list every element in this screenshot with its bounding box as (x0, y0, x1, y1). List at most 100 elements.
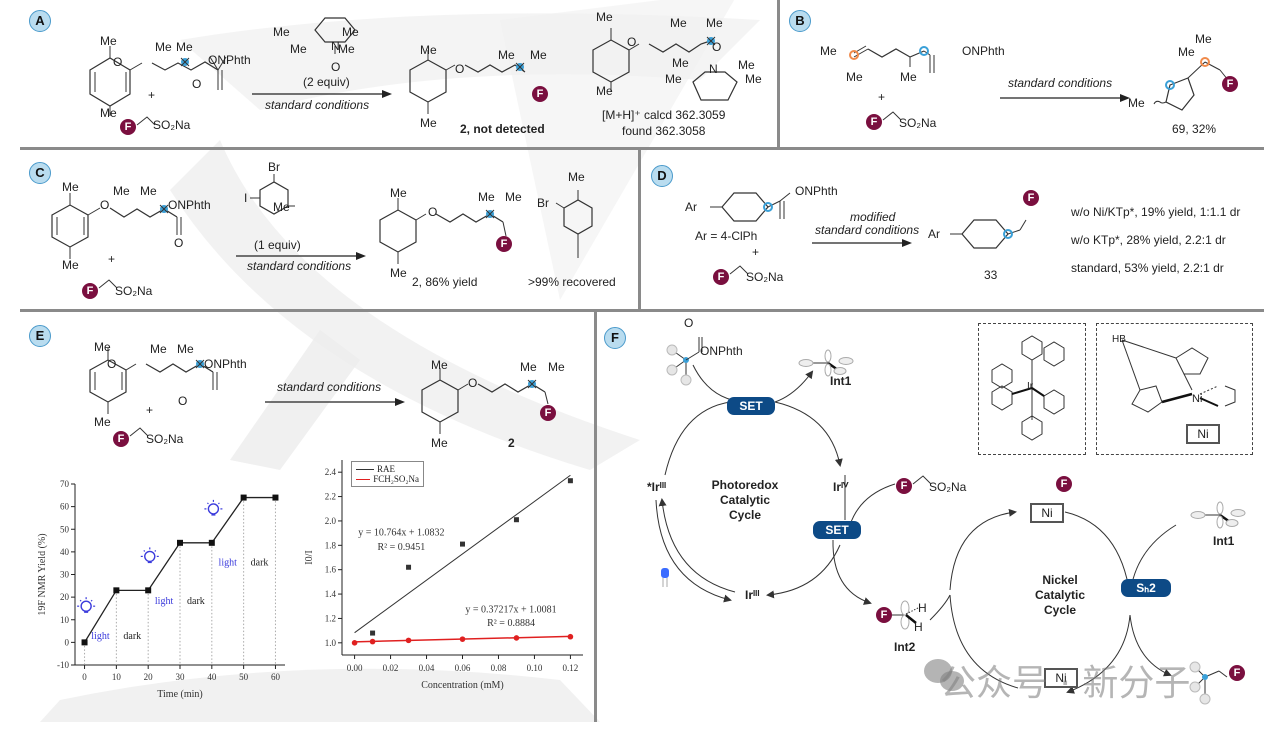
panel-a-ester: ONPhth (208, 53, 251, 67)
panel-e-product-me1: Me (431, 358, 448, 372)
chart2-y-axis-label: I0/I (304, 550, 315, 564)
panel-d-result-2: w/o KTp*, 28% yield, 2.2:1 dr (1071, 233, 1226, 247)
chart1-x-tick-label: 20 (144, 672, 154, 682)
adduct-o2: O (712, 40, 722, 54)
photoredox-title-line-3: Cycle (728, 508, 762, 522)
chart2-fit-r2-rae: R² = 0.9451 (377, 542, 425, 553)
panel-a-product-label: 2, not detected (460, 122, 545, 136)
chart1-x-axis-label: Time (min) (157, 689, 202, 700)
chart2-fit-line (354, 474, 571, 634)
fluorine-ball-icon: F (1056, 476, 1072, 492)
chart2-x-tick-label: 0.02 (383, 663, 399, 673)
panel-d-result-1: w/o Ni/KTp*, 19% yield, 1:1.1 dr (1071, 205, 1241, 219)
panel-a-reagent-bond (136, 116, 156, 126)
chart1-data-point (145, 587, 152, 594)
tempo-me-3: Me (342, 25, 359, 39)
chart2-data-point (567, 478, 573, 484)
fluorine-ball-icon: F (1222, 76, 1238, 92)
watermark-text: 公众号 · 新分子 (940, 663, 1191, 704)
panel-c-recovered-br: Br (537, 196, 549, 210)
lightbulb-icon (77, 597, 96, 613)
panel-d-plus: + (752, 245, 760, 259)
panel-a-reagent: SO₂Na (153, 118, 191, 132)
adduct-me2: Me (596, 84, 613, 98)
divider-mid (20, 309, 1264, 312)
panel-c-reagent: SO₂Na (115, 284, 153, 298)
panel-c-product-structure (379, 198, 507, 264)
panel-d-aryl-def: Ar = 4-ClPh (695, 229, 758, 243)
panel-a-product-me2: Me (420, 116, 437, 130)
panel-b-reagent-bond (882, 111, 902, 121)
chart2-y-tick-label: 1.0 (325, 638, 337, 648)
panel-b-me3: Me (900, 70, 917, 84)
chart2-y-tick-label: 2.0 (325, 516, 337, 526)
chart2-data-point (406, 564, 412, 570)
bulb-ray (154, 549, 157, 552)
chart2-data-point (351, 640, 358, 646)
photoredox-title-line-2: Catalytic (719, 493, 771, 507)
chart2-y-tick-label: 1.4 (325, 589, 337, 599)
panel-c-me1: Me (62, 180, 79, 194)
ni-catalyst-ni: Ni (1192, 393, 1203, 405)
adduct-n: N (709, 62, 718, 76)
nickel-cycle-title: Nickel Catalytic Cycle (1020, 573, 1100, 618)
panel-c-recovered-structure (555, 190, 593, 258)
bulb-ray (217, 502, 220, 505)
panel-d-product-label: 33 (984, 268, 998, 282)
panel-a-reaction-arrow (252, 90, 392, 98)
fluorine-ball-icon: F (82, 283, 98, 299)
panel-e-conditions: standard conditions (277, 380, 382, 394)
panel-e-product-me3: Me (520, 360, 537, 374)
panel-c-additive-br: Br (268, 160, 280, 174)
panel-b-product-me3: Me (1128, 96, 1145, 110)
adduct-me8: Me (745, 72, 762, 86)
chart1-data-point (208, 539, 215, 546)
sulfinate-label: SO₂Na (929, 480, 967, 494)
panel-e-product-structure (421, 368, 549, 434)
fluorine-ball-icon: F (713, 269, 729, 285)
ni-catalyst-hb: HB (1112, 334, 1126, 345)
chart2-x-axis-label: Concentration (mM) (421, 680, 503, 691)
chart2-y-tick-label: 2.2 (325, 492, 336, 502)
chart1-y-tick-label: 0 (65, 637, 70, 647)
panel-a-me-top: Me (100, 34, 117, 48)
fluorine-ball-icon: F (496, 236, 512, 252)
tempo-adduct-structure (592, 28, 738, 101)
panel-b-reagent: SO₂Na (899, 116, 937, 130)
divider-ab (777, 0, 780, 148)
panel-c-me3: Me (113, 184, 130, 198)
panel-e-product-me2: Me (431, 436, 448, 450)
legend-label-sulfinate: FCH₂SO₂Na (373, 474, 419, 484)
fluorine-ball-icon: F (896, 478, 912, 494)
panel-b-me2: Me (846, 70, 863, 84)
nickel-title-line-1: Nickel (1042, 573, 1078, 587)
panel-e-product-me4: Me (548, 360, 565, 374)
tempo-me-2: Me (290, 42, 307, 56)
chart1-x-tick-label: 60 (271, 672, 281, 682)
panel-c-me2: Me (62, 258, 79, 272)
adduct-me7: Me (738, 58, 755, 72)
chart1-data-point (113, 587, 120, 594)
panel-c-substrate-structure (51, 193, 182, 259)
fluorine-ball-icon: F (876, 607, 892, 623)
divider-top (20, 147, 1264, 150)
panel-a-additive-equiv: (2 equiv) (303, 75, 350, 89)
int2-h1: H (918, 601, 927, 615)
tempo-me-1: Me (273, 25, 290, 39)
divider-cd (638, 150, 641, 310)
chart2-x-tick-label: 0.06 (455, 663, 471, 673)
adduct-me1: Me (596, 10, 613, 24)
photoredox-title-line-1: Photoredox (711, 478, 779, 492)
int1-radical-icon-right (1190, 501, 1246, 529)
chart1-data-point (177, 539, 183, 546)
chart2-x-tick-label: 0.12 (563, 663, 579, 673)
legend-label-rae: RAE (377, 464, 395, 474)
adduct-me4: Me (706, 16, 723, 30)
panel-a-me-gem2: Me (176, 40, 193, 54)
panel-c-product-me3: Me (478, 190, 495, 204)
panel-a-badge: A (29, 10, 51, 32)
chart1-y-axis-label: 19F NMR Yield (%) (37, 533, 48, 615)
panel-d-product-ar: Ar (928, 227, 940, 241)
